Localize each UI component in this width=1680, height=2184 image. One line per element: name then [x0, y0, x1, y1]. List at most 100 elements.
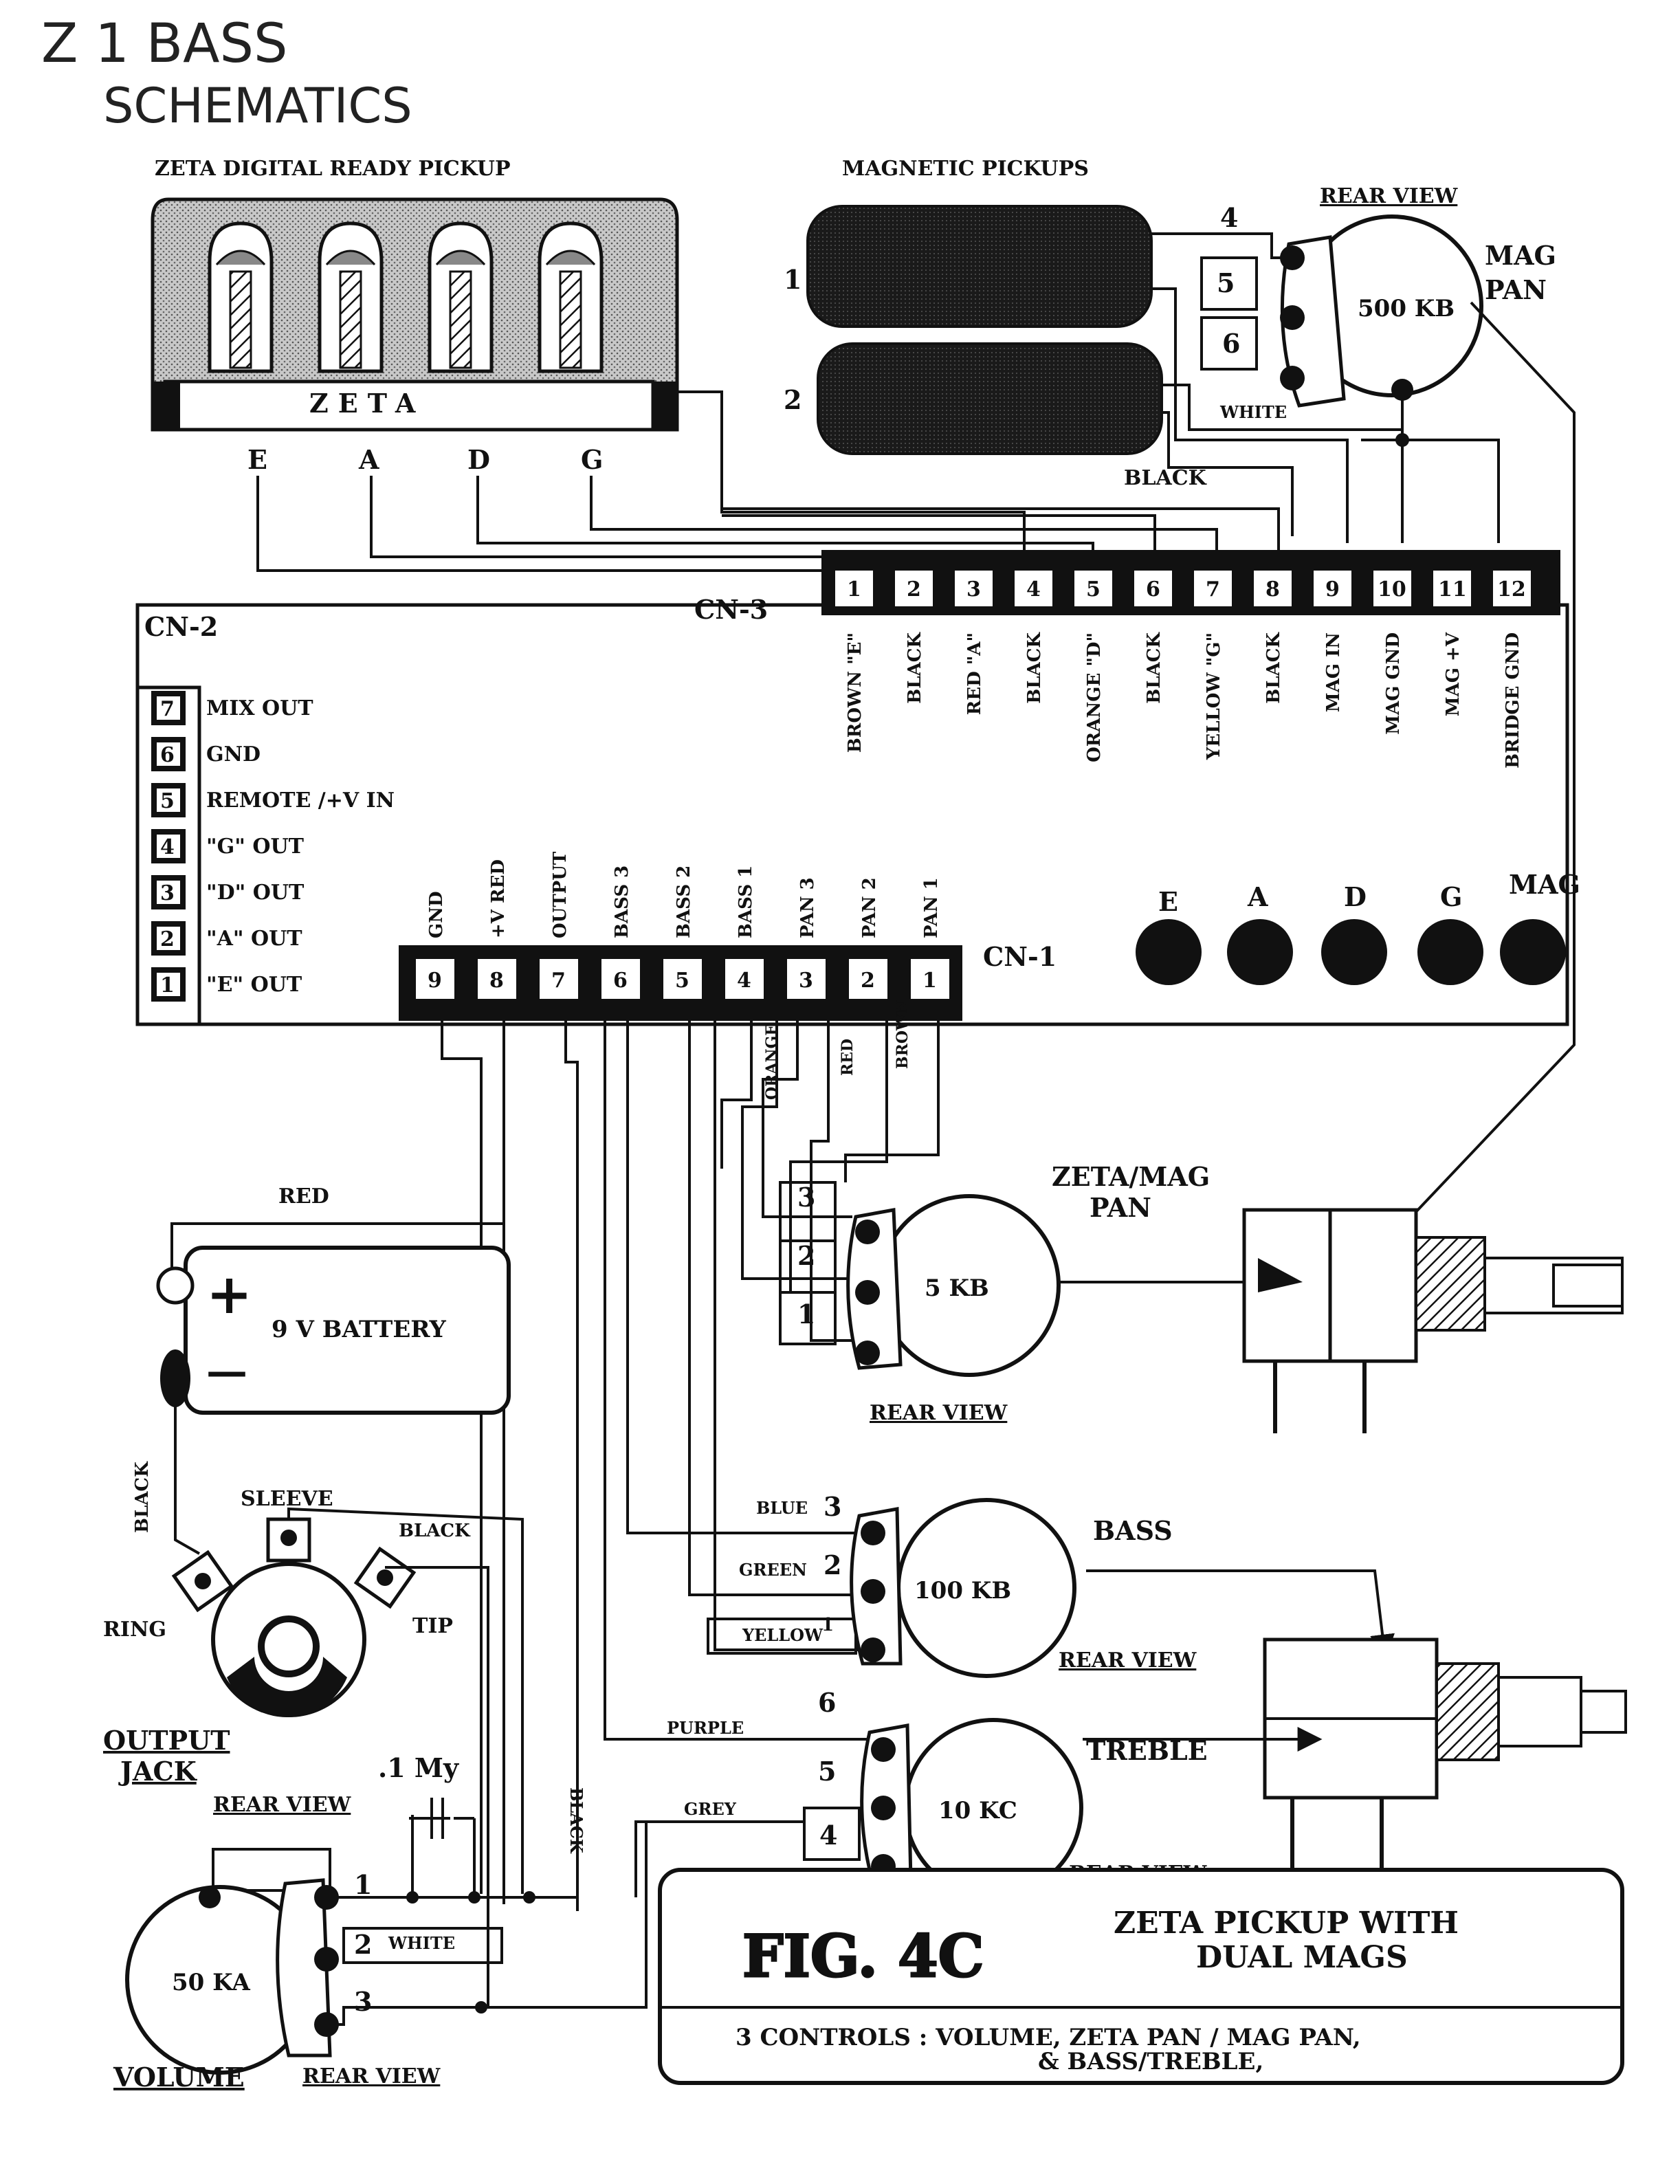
cn1-pin-num: 3: [799, 969, 813, 993]
cn3-pin-num: 10: [1378, 577, 1406, 602]
led-label: G: [1440, 881, 1462, 912]
led-g: [1417, 919, 1483, 985]
volume-terminal: 2: [354, 1929, 372, 1960]
figure-caption-box: FIG. 4C ZETA PICKUP WITH DUAL MAGS 3 CON…: [658, 1868, 1624, 2085]
mag-pan-rear-view: REAR VIEW: [1320, 184, 1459, 208]
volume-rear-view: REAR VIEW: [302, 2064, 441, 2088]
zeta-mag-pan-value: 5 KB: [925, 1275, 989, 1302]
treble-wire-purple: PURPLE: [667, 1718, 744, 1738]
zeta-mag-pan-terminal: 3: [797, 1182, 815, 1213]
cn1-pin-num: 8: [489, 969, 504, 993]
cn3-pin-num: 11: [1438, 577, 1467, 602]
cn3-pin-num: 12: [1497, 577, 1526, 602]
cn2-pin-num: 7: [160, 697, 175, 721]
volume-wire-white: WHITE: [388, 1933, 455, 1953]
cn3-label: CN-3: [694, 594, 768, 625]
volume-terminal: 3: [354, 1986, 372, 2017]
figure-desc-line2: & BASS/TREBLE,: [1038, 2048, 1263, 2075]
bass-rear-view: REAR VIEW: [1059, 1648, 1197, 1673]
cn3-pin-num: 3: [966, 577, 981, 602]
magnetic-pickups-heading: MAGNETIC PICKUPS: [842, 157, 1089, 181]
led-label: D: [1344, 881, 1367, 912]
cn2-pin-num: 1: [160, 973, 175, 997]
zeta-mag-pan-terminal: 2: [797, 1240, 815, 1271]
bass-value: 100 KB: [914, 1577, 1011, 1604]
volume-wire-black: BLACK: [566, 1787, 586, 1854]
page-title: Z 1 BASS: [41, 13, 288, 75]
bass-wire-yellow: YELLOW: [742, 1625, 824, 1645]
stacked-pan-pot: [1242, 1208, 1624, 1433]
battery-plus: +: [206, 1261, 252, 1326]
mag-pan-value: 500 KB: [1358, 295, 1455, 322]
zeta-mag-pan-name-line1: ZETA/MAG: [1052, 1161, 1210, 1192]
figure-desc-line1: 3 CONTROLS : VOLUME, ZETA PAN / MAG PAN,: [736, 2024, 1361, 2051]
cn3-wire-label: RED "A": [964, 632, 985, 715]
stacked-tone-pot: [1263, 1637, 1627, 1870]
treble-value: 10 KC: [938, 1797, 1017, 1824]
cn2-pin-label: MIX OUT: [206, 696, 313, 720]
cn1-wire-brown: BROWN: [894, 1000, 911, 1069]
cn1-wire-label: BASS 1: [736, 865, 756, 938]
cn2-pin-label: "G" OUT: [206, 835, 305, 859]
cn3-pin-num: 7: [1206, 577, 1220, 602]
cn3-pin-num: 5: [1086, 577, 1101, 602]
mag-pickup-1-number: 1: [784, 264, 802, 295]
battery-label: 9 V BATTERY: [272, 1316, 446, 1343]
cn2-pin-label: GND: [206, 742, 261, 766]
cn3-pin-num: 2: [907, 577, 921, 602]
figure-number: FIG. 4C: [742, 1922, 984, 1990]
zeta-pickup-heading: ZETA DIGITAL READY PICKUP: [155, 157, 511, 181]
cn1-label: CN-1: [983, 941, 1057, 972]
cn2-pin-num: 3: [160, 881, 175, 905]
bass-terminal: 3: [824, 1491, 841, 1522]
cn2-pin-num: 2: [160, 927, 175, 951]
led-a: [1227, 919, 1293, 985]
battery-wire-black: BLACK: [132, 1461, 153, 1533]
cn3-wire-label: YELLOW "G": [1204, 632, 1224, 760]
cn1-wire-label: BASS 3: [612, 865, 632, 938]
cn3-wire-label: BLACK: [1024, 632, 1045, 704]
bass-wire-blue: BLUE: [756, 1498, 808, 1518]
cn1-wire-label: OUTPUT: [550, 851, 571, 938]
cn3-wire-label: MAG GND: [1383, 632, 1404, 735]
cn1-wire-label: PAN 3: [797, 877, 818, 938]
cn1-pin-num: 1: [922, 969, 937, 993]
cn3-connector: 1 2 3 4 5 6 7 8 9 10 11 12: [821, 550, 1560, 615]
cn1-pin-num: 7: [551, 969, 566, 993]
treble-terminal: 4: [819, 1820, 837, 1851]
zeta-mag-pan-pot: 5 KB: [779, 1181, 1061, 1377]
mag-pan-terminal-5: 5: [1217, 267, 1235, 298]
mag-pan-terminal-4: 4: [1220, 202, 1238, 233]
output-jack-name-line2: JACK: [118, 1756, 198, 1787]
cn3-wire-label: BLACK: [1263, 632, 1284, 704]
bass-name: BASS: [1093, 1515, 1173, 1546]
bass-wire-green: GREEN: [739, 1560, 807, 1580]
cn3-pin-num: 8: [1265, 577, 1280, 602]
cn1-connector: 9 8 7 6 5 4 3 2 1: [399, 945, 962, 1021]
cn3-wire-label: MAG +V: [1443, 632, 1463, 716]
volume-value: 50 KA: [172, 1969, 250, 1996]
volume-terminal: 1: [354, 1869, 372, 1900]
mag-pan-wire-black: BLACK: [1124, 466, 1207, 490]
cn1-wire-label: PAN 2: [859, 877, 880, 938]
led-label: E: [1158, 886, 1178, 917]
cn1-wire-orange: ORANGE: [763, 1024, 781, 1100]
bass-terminal: 2: [824, 1549, 841, 1580]
cn3-pin-labels: BROWN "E" BLACK RED "A" BLACK ORANGE "D"…: [845, 632, 1523, 769]
mag-pan-name-line1: MAG: [1485, 240, 1556, 271]
mag-pan-name-line2: PAN: [1485, 274, 1547, 305]
zeta-bar-label: ZETA: [309, 388, 425, 419]
treble-terminal: 5: [818, 1756, 836, 1787]
pickup-string-a: A: [358, 444, 379, 475]
page-subtitle: SCHEMATICS: [103, 78, 412, 134]
treble-terminal: 6: [818, 1687, 836, 1718]
zeta-pickup: ZETA: [151, 197, 679, 432]
pickup-string-g: G: [581, 444, 603, 475]
battery: + — 9 V BATTERY: [156, 1246, 511, 1415]
zeta-mag-pan-rear-view: REAR VIEW: [870, 1401, 1008, 1425]
battery-wire-red: RED: [278, 1184, 329, 1209]
output-jack-name-line1: OUTPUT: [103, 1725, 230, 1756]
cn1-wire-label: +V RED: [488, 859, 509, 938]
cn2-pin-label: "A" OUT: [206, 927, 302, 951]
pickup-string-e: E: [247, 444, 267, 475]
